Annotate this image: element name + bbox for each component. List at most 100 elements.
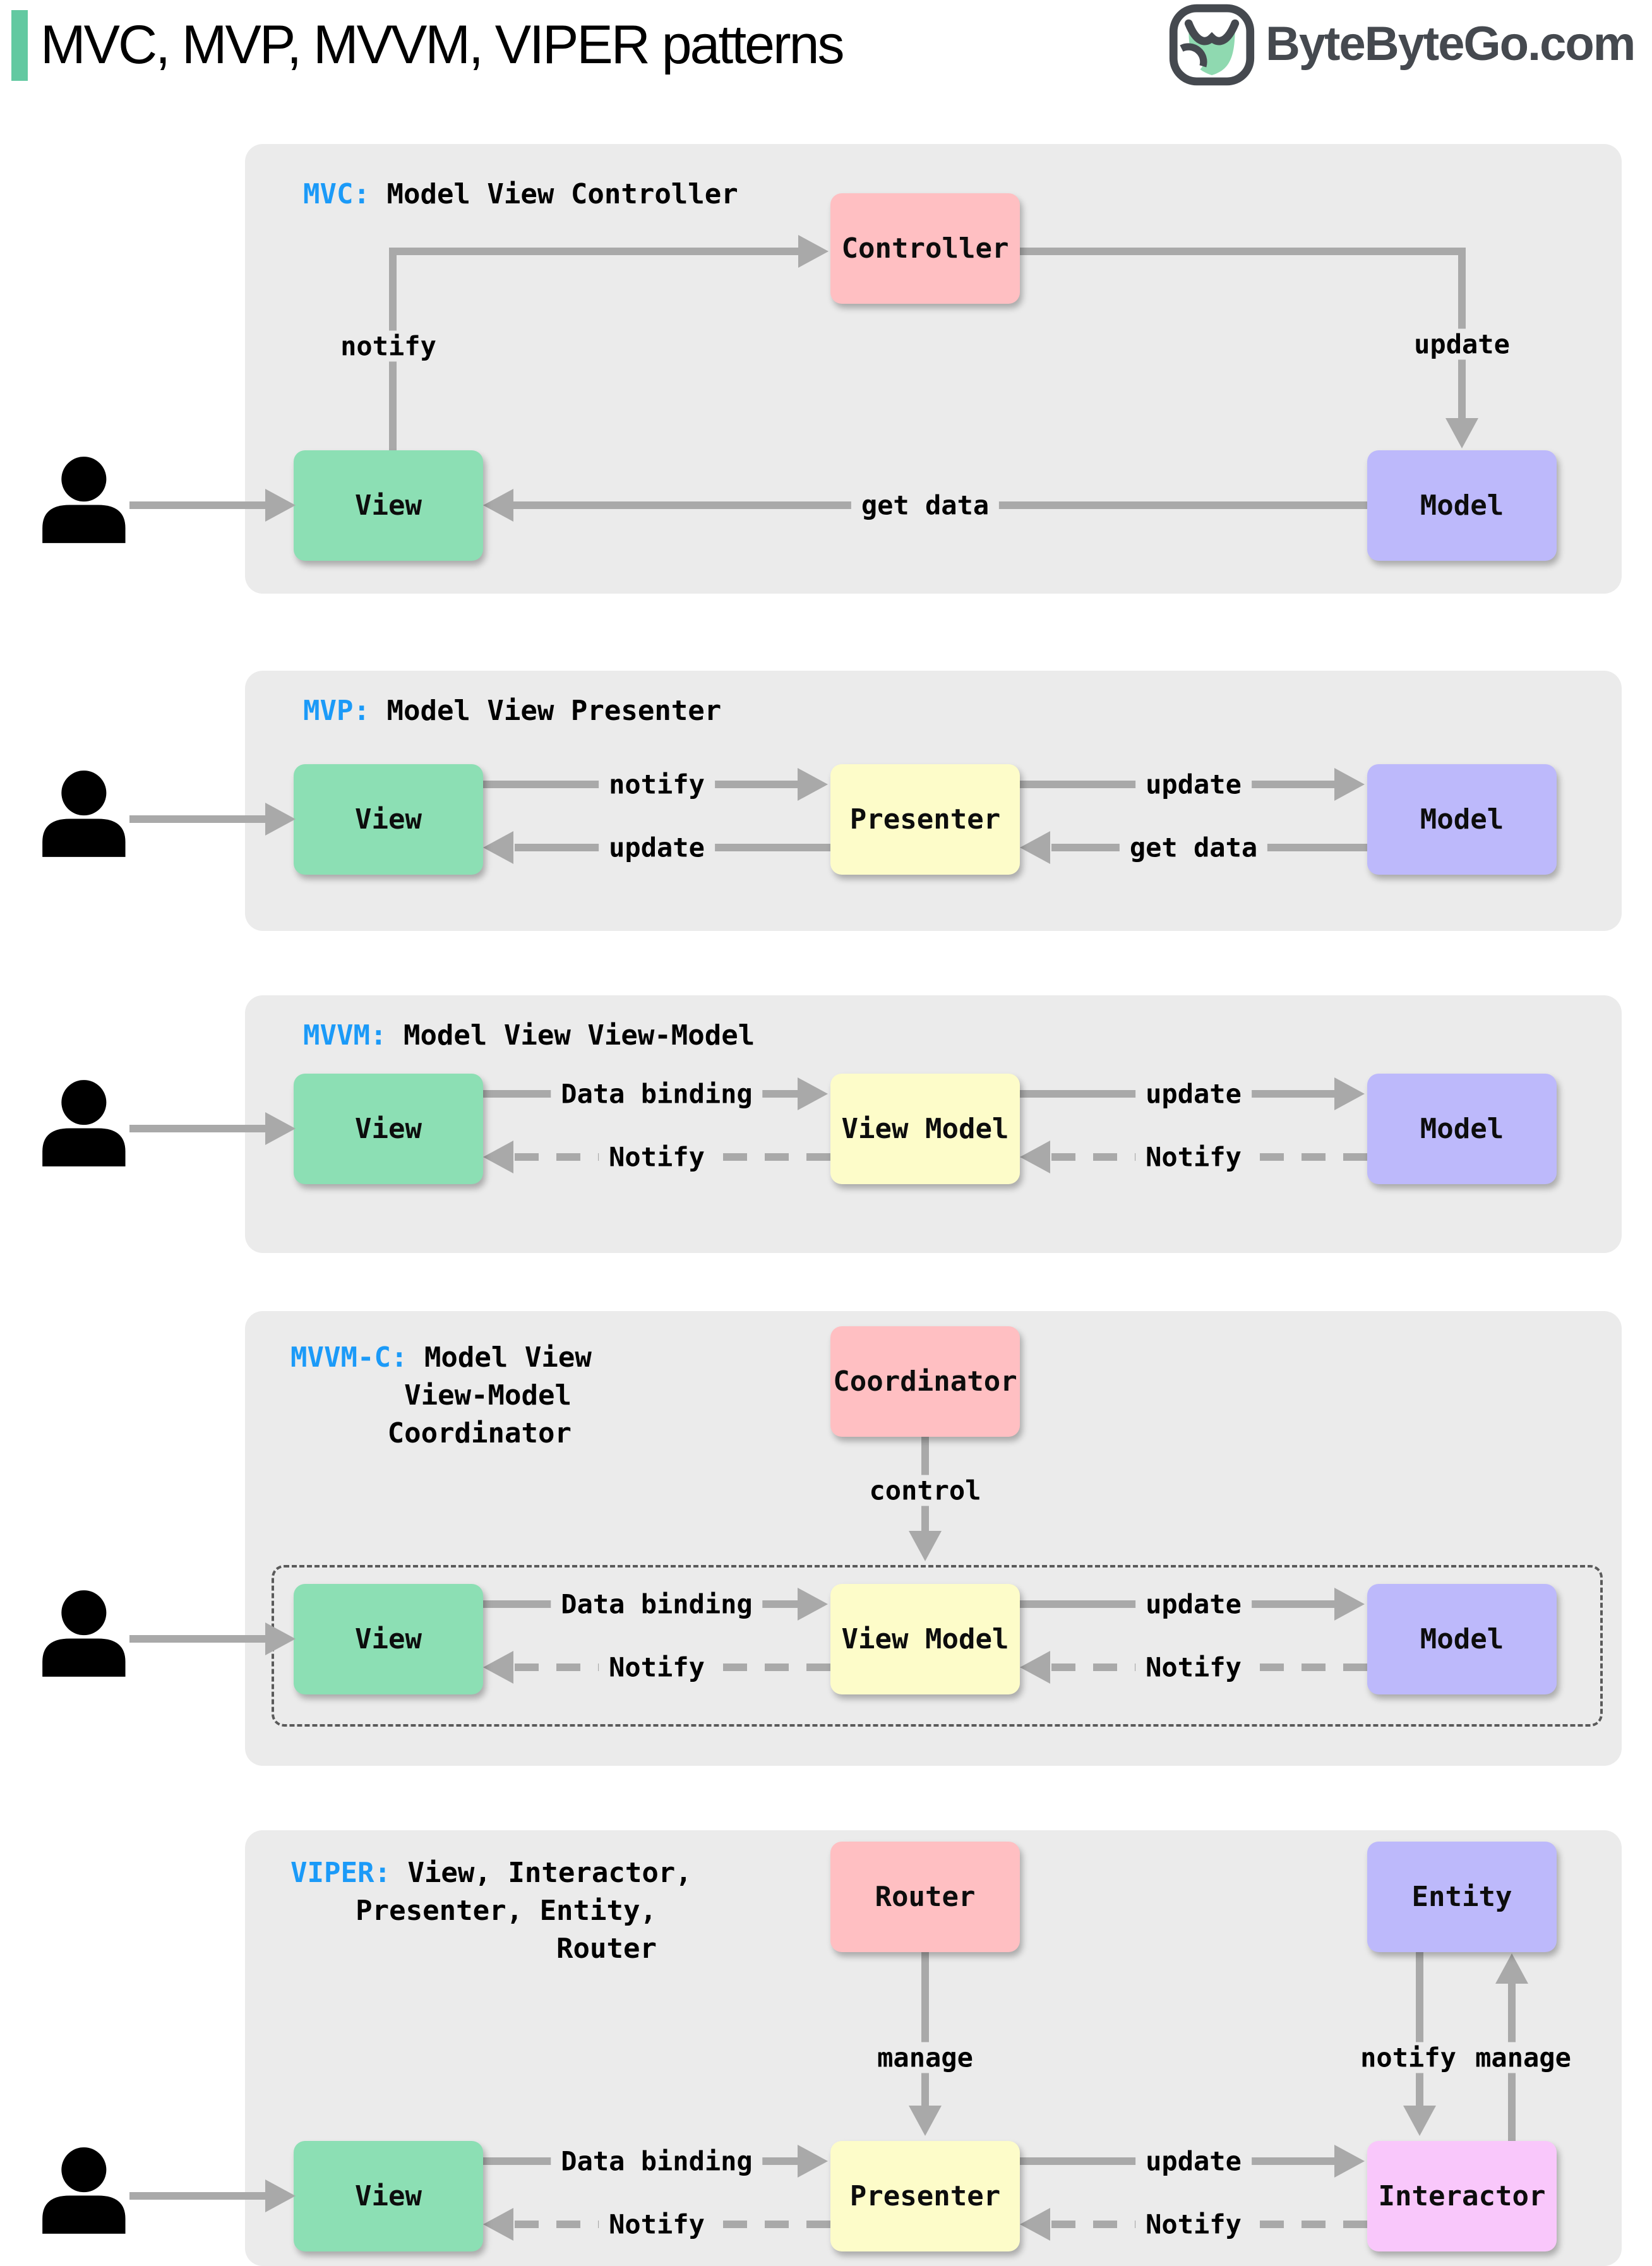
- mvp-update-view-arrowhead: [483, 831, 513, 864]
- viper-edge-manage-router: manage: [867, 2042, 983, 2073]
- viper-user-arrow-line: [129, 2192, 267, 2200]
- mvvmc-label-line2: View-Model: [404, 1379, 572, 1412]
- mvp-label-prefix: MVP:: [303, 695, 370, 727]
- mvc-view-to-controller-line: [389, 248, 799, 255]
- viper-notify-presenter-arrowhead: [1020, 2208, 1050, 2241]
- viper-router-box: Router: [830, 1842, 1020, 1952]
- mvvm-label-prefix: MVVM:: [303, 1019, 387, 1052]
- mvvmc-section-label: MVVM-C: Model View View-Model Coordinato…: [290, 1339, 592, 1453]
- mvvmc-edge-notify-vm: Notify: [1135, 1652, 1252, 1683]
- brand-name: ByteByteGo.com: [1266, 17, 1636, 71]
- mvvm-user-arrow-line: [129, 1125, 267, 1132]
- mvvm-edge-update: update: [1135, 1078, 1252, 1110]
- mvc-section-label: MVC: Model View Controller: [303, 176, 738, 213]
- mvvm-notify-vm-arrowhead: [1020, 1141, 1050, 1173]
- mvvmc-notify-view-arrowhead: [483, 1651, 513, 1684]
- viper-user-icon: [42, 2147, 126, 2234]
- mvp-section-label: MVP: Model View Presenter: [303, 692, 721, 730]
- mvvm-viewmodel-box: View Model: [830, 1074, 1020, 1184]
- mvc-label-name: Model View Controller: [386, 178, 738, 210]
- viper-edge-notify-presenter: Notify: [1135, 2209, 1252, 2240]
- mvc-user-arrow-line: [129, 501, 267, 509]
- mvp-getdata-arrowhead: [1020, 831, 1050, 864]
- mvvm-edge-notify-view: Notify: [599, 1141, 715, 1173]
- mvvm-user-arrowhead: [265, 1112, 296, 1145]
- mvc-user-arrowhead: [265, 489, 296, 522]
- mvvmc-label-prefix: MVVM-C:: [290, 1341, 408, 1374]
- mvp-edge-update-model: update: [1135, 769, 1252, 800]
- mvp-presenter-box: Presenter: [830, 764, 1020, 875]
- mvvmc-edge-notify-view: Notify: [599, 1652, 715, 1683]
- mvvmc-label-line3: Coordinator: [387, 1417, 572, 1449]
- mvvmc-model-box: Model: [1367, 1584, 1557, 1694]
- mvvmc-user-icon: [42, 1590, 126, 1677]
- mvc-model-arrowhead: [1446, 418, 1478, 448]
- mvc-controller-box: Controller: [830, 193, 1020, 304]
- viper-view-box: View: [294, 2141, 483, 2251]
- mvvmc-edge-control: control: [859, 1475, 991, 1506]
- mvc-edge-notify: notify: [330, 330, 446, 362]
- mvp-edge-update-view: update: [599, 832, 715, 863]
- viper-label-prefix: VIPER:: [290, 1857, 391, 1889]
- viper-edge-databinding: Data binding: [551, 2145, 763, 2177]
- viper-entity-box: Entity: [1367, 1842, 1557, 1952]
- viper-manage-router-arrowhead: [909, 2106, 942, 2136]
- mvvm-notify-view-arrowhead: [483, 1141, 513, 1173]
- mvvmc-update-arrowhead: [1334, 1588, 1365, 1621]
- mvvmc-edge-update: update: [1135, 1588, 1252, 1620]
- mvc-controller-to-model-line: [1020, 248, 1466, 255]
- mvc-edge-update: update: [1404, 328, 1520, 360]
- mvvmc-edge-databinding: Data binding: [551, 1588, 763, 1620]
- mvp-user-arrowhead: [265, 803, 296, 836]
- viper-databinding-arrowhead: [798, 2145, 828, 2178]
- viper-user-arrowhead: [265, 2179, 296, 2212]
- mvp-notify-arrowhead: [798, 768, 828, 801]
- page-title: MVC, MVP, MVVM, VIPER patterns: [40, 15, 844, 75]
- mvvm-label-name: Model View View-Model: [403, 1019, 755, 1052]
- mvp-user-icon: [42, 770, 126, 857]
- mvc-view-arrowhead: [483, 489, 513, 522]
- mvc-view-box: View: [294, 450, 483, 561]
- viper-label-line1: View, Interactor,: [407, 1857, 692, 1889]
- mvvmc-databinding-arrowhead: [798, 1588, 828, 1621]
- viper-edge-notify-view: Notify: [599, 2209, 715, 2240]
- viper-label-line2: Presenter, Entity,: [356, 1895, 657, 1927]
- viper-label-line3: Router: [556, 1933, 657, 1965]
- viper-manage-entity-arrowhead: [1495, 1953, 1528, 1984]
- viper-edge-manage-entity: manage: [1470, 2042, 1576, 2073]
- mvvm-databinding-arrowhead: [798, 1077, 828, 1110]
- mvvmc-notify-vm-arrowhead: [1020, 1651, 1050, 1684]
- title-accent-bar: [11, 10, 28, 81]
- mvvmc-coordinator-box: Coordinator: [830, 1326, 1020, 1437]
- mvc-model-box: Model: [1367, 450, 1557, 561]
- mvp-view-box: View: [294, 764, 483, 875]
- viper-edge-notify-entity: notify: [1355, 2042, 1461, 2073]
- mvvm-view-box: View: [294, 1074, 483, 1184]
- mvp-user-arrow-line: [129, 815, 267, 823]
- viper-notify-entity-line: [1416, 1952, 1423, 2107]
- mvvm-model-box: Model: [1367, 1074, 1557, 1184]
- mvc-edge-getdata: get data: [851, 489, 1000, 521]
- mvp-update-model-arrowhead: [1334, 768, 1365, 801]
- viper-edge-update: update: [1135, 2145, 1252, 2177]
- mvvmc-label-line1: Model View: [424, 1341, 592, 1374]
- mvvm-update-arrowhead: [1334, 1077, 1365, 1110]
- viper-notify-entity-arrowhead: [1403, 2106, 1436, 2136]
- mvvmc-control-arrowhead: [909, 1531, 942, 1561]
- mvc-controller-arrowhead: [798, 235, 829, 268]
- mvvmc-viewmodel-box: View Model: [830, 1584, 1020, 1694]
- mvvm-edge-notify-vm: Notify: [1135, 1141, 1252, 1173]
- mvp-edge-notify: notify: [599, 769, 715, 800]
- mvc-label-prefix: MVC:: [303, 178, 370, 210]
- viper-manage-router-line: [921, 1952, 929, 2107]
- mvvm-edge-databinding: Data binding: [551, 1078, 763, 1110]
- viper-presenter-box: Presenter: [830, 2141, 1020, 2251]
- mvp-model-box: Model: [1367, 764, 1557, 875]
- mvvmc-user-arrowhead: [265, 1622, 296, 1655]
- mvp-label-name: Model View Presenter: [386, 695, 722, 727]
- viper-interactor-box: Interactor: [1367, 2141, 1557, 2251]
- viper-notify-view-arrowhead: [483, 2208, 513, 2241]
- mvvmc-user-arrow-line: [129, 1635, 267, 1643]
- viper-update-arrowhead: [1334, 2145, 1365, 2178]
